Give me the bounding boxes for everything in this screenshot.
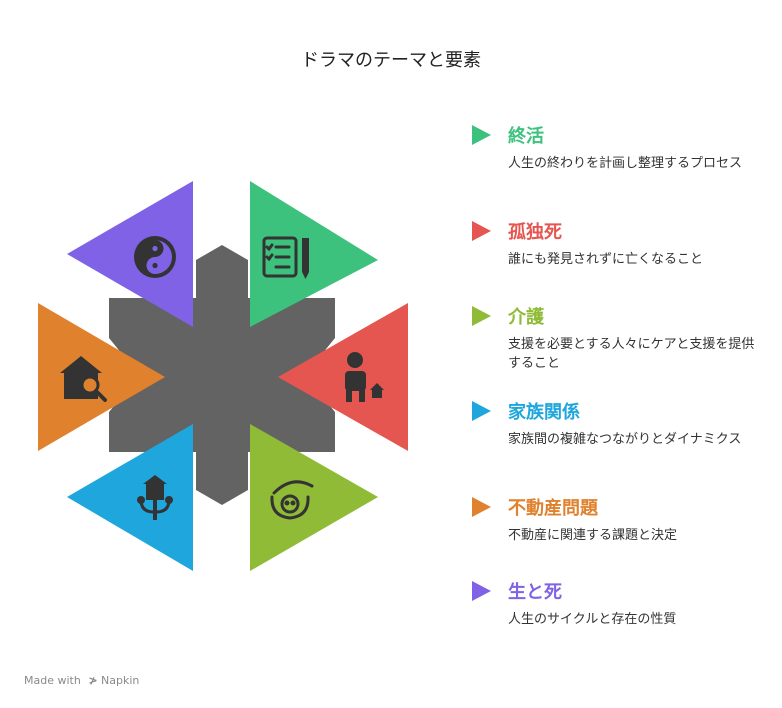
page-title: ドラマのテーマと要素 — [301, 50, 481, 71]
watermark[interactable]: Made with ≯ Napkin — [24, 674, 139, 687]
segment-kaigo — [250, 424, 378, 571]
checklist-pen-icon — [262, 236, 309, 279]
watermark-prefix: Made with — [24, 674, 81, 687]
legend-description: 不動産に関連する課題と決定 — [508, 528, 678, 543]
legend-heading: 終活 — [508, 126, 544, 147]
legend-heading: 孤独死 — [508, 222, 562, 243]
legend-description: 誰にも発見されずに亡くなること — [508, 252, 704, 267]
house-search-icon — [60, 356, 107, 402]
legend-triangle-icon — [472, 125, 491, 145]
legend-triangle-icon — [472, 497, 491, 517]
legend-description: 人生のサイクルと存在の性質 — [508, 612, 677, 627]
legend-description: 支援を必要とする人々にケアと支援を提供すること — [508, 337, 755, 371]
legend-triangle-icon — [472, 401, 491, 421]
segment-kodokushi — [278, 303, 408, 451]
legend-triangle-icon — [472, 581, 491, 601]
legend-description: 人生の終わりを計画し整理するプロセス — [508, 156, 743, 171]
yin-yang-icon — [134, 236, 176, 278]
segment-fudosan — [38, 303, 165, 451]
napkin-logo-icon: ≯ — [88, 674, 98, 687]
segment-seitoshi — [67, 181, 193, 327]
legend-heading: 不動産問題 — [508, 498, 598, 519]
family-tree-icon — [137, 475, 173, 520]
hand-caring-child-icon — [270, 480, 314, 520]
segment-kazoku — [67, 424, 193, 571]
legend-heading: 家族関係 — [508, 402, 580, 423]
legend-triangle-icon — [472, 221, 491, 241]
legend-description: 家族間の複雑なつながりとダイナミクス — [508, 432, 742, 447]
legend-heading: 介護 — [508, 307, 544, 328]
legend-heading: 生と死 — [508, 582, 562, 603]
watermark-brand: Napkin — [101, 674, 140, 687]
person-house-icon — [345, 352, 384, 402]
segment-shukatsu — [250, 181, 378, 327]
legend-triangle-icon — [472, 306, 491, 326]
